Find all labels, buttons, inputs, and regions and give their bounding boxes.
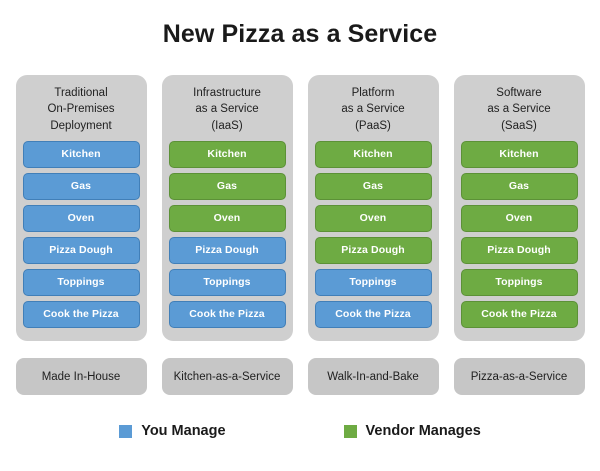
stack-item[interactable]: Kitchen: [168, 140, 286, 168]
stack-item[interactable]: Pizza Dough: [314, 236, 432, 264]
panel-header-line: Platform: [351, 87, 395, 99]
stack-item[interactable]: Toppings: [314, 268, 432, 296]
panel-header: Platform as a Service (PaaS): [315, 83, 432, 141]
stack-item[interactable]: Oven: [22, 204, 140, 232]
stack-item[interactable]: Cook the Pizza: [314, 300, 432, 328]
panel-header-line: (PaaS): [355, 119, 391, 132]
legend-item: Vendor Manages: [343, 423, 481, 439]
stack-item[interactable]: Cook the Pizza: [460, 300, 578, 328]
stack-item[interactable]: Cook the Pizza: [168, 300, 286, 328]
column-footer-label: Kitchen-as-a-Service: [161, 358, 293, 395]
panel-header-line: as a Service: [195, 103, 259, 116]
stack-item[interactable]: Pizza Dough: [460, 236, 578, 264]
panel-header-line: (IaaS): [211, 119, 243, 132]
column-footer-label: Made In-House: [15, 358, 147, 395]
panel-header-line: as a Service: [487, 103, 551, 116]
panel-header-line: On-Premises: [47, 103, 115, 116]
panel-header-line: Infrastructure: [193, 87, 261, 99]
panel-header-line: Deployment: [50, 119, 112, 132]
stack-item[interactable]: Kitchen: [460, 140, 578, 168]
panel-header: Software as a Service (SaaS): [461, 83, 578, 141]
stack-item[interactable]: Gas: [314, 172, 432, 200]
page-title: New Pizza as a Service: [162, 20, 438, 48]
stack-item[interactable]: Toppings: [168, 268, 286, 296]
panel-header-line: (SaaS): [501, 119, 537, 132]
stack-item[interactable]: Cook the Pizza: [22, 300, 140, 328]
stack-item[interactable]: Oven: [168, 204, 286, 232]
stack-item[interactable]: Kitchen: [314, 140, 432, 168]
panel-header-line: Software: [496, 87, 542, 99]
stack-item[interactable]: Pizza Dough: [168, 236, 286, 264]
stack-item[interactable]: Toppings: [22, 268, 140, 296]
legend-item: You Manage: [119, 423, 226, 439]
column-footer-label: Pizza-as-a-Service: [453, 358, 585, 395]
column-footer-label: Walk-In-and-Bake: [307, 358, 439, 395]
stack-item[interactable]: Gas: [460, 172, 578, 200]
legend-label: Vendor Manages: [365, 423, 481, 439]
panel-header: Infrastructure as a Service (IaaS): [169, 83, 286, 141]
panel-header-line: Traditional: [54, 87, 108, 99]
stack-item[interactable]: Gas: [168, 172, 286, 200]
stack-item[interactable]: Oven: [460, 204, 578, 232]
vendor-manages-swatch-icon: [343, 424, 357, 438]
panel-header-line: as a Service: [341, 103, 405, 116]
you-manage-swatch-icon: [119, 424, 133, 438]
stack-item[interactable]: Toppings: [460, 268, 578, 296]
legend: You Manage Vendor Manages: [0, 423, 600, 439]
stack-item[interactable]: Pizza Dough: [22, 236, 140, 264]
stack-item[interactable]: Kitchen: [22, 140, 140, 168]
stack-item[interactable]: Gas: [22, 172, 140, 200]
stack-item[interactable]: Oven: [314, 204, 432, 232]
legend-label: You Manage: [141, 423, 226, 439]
